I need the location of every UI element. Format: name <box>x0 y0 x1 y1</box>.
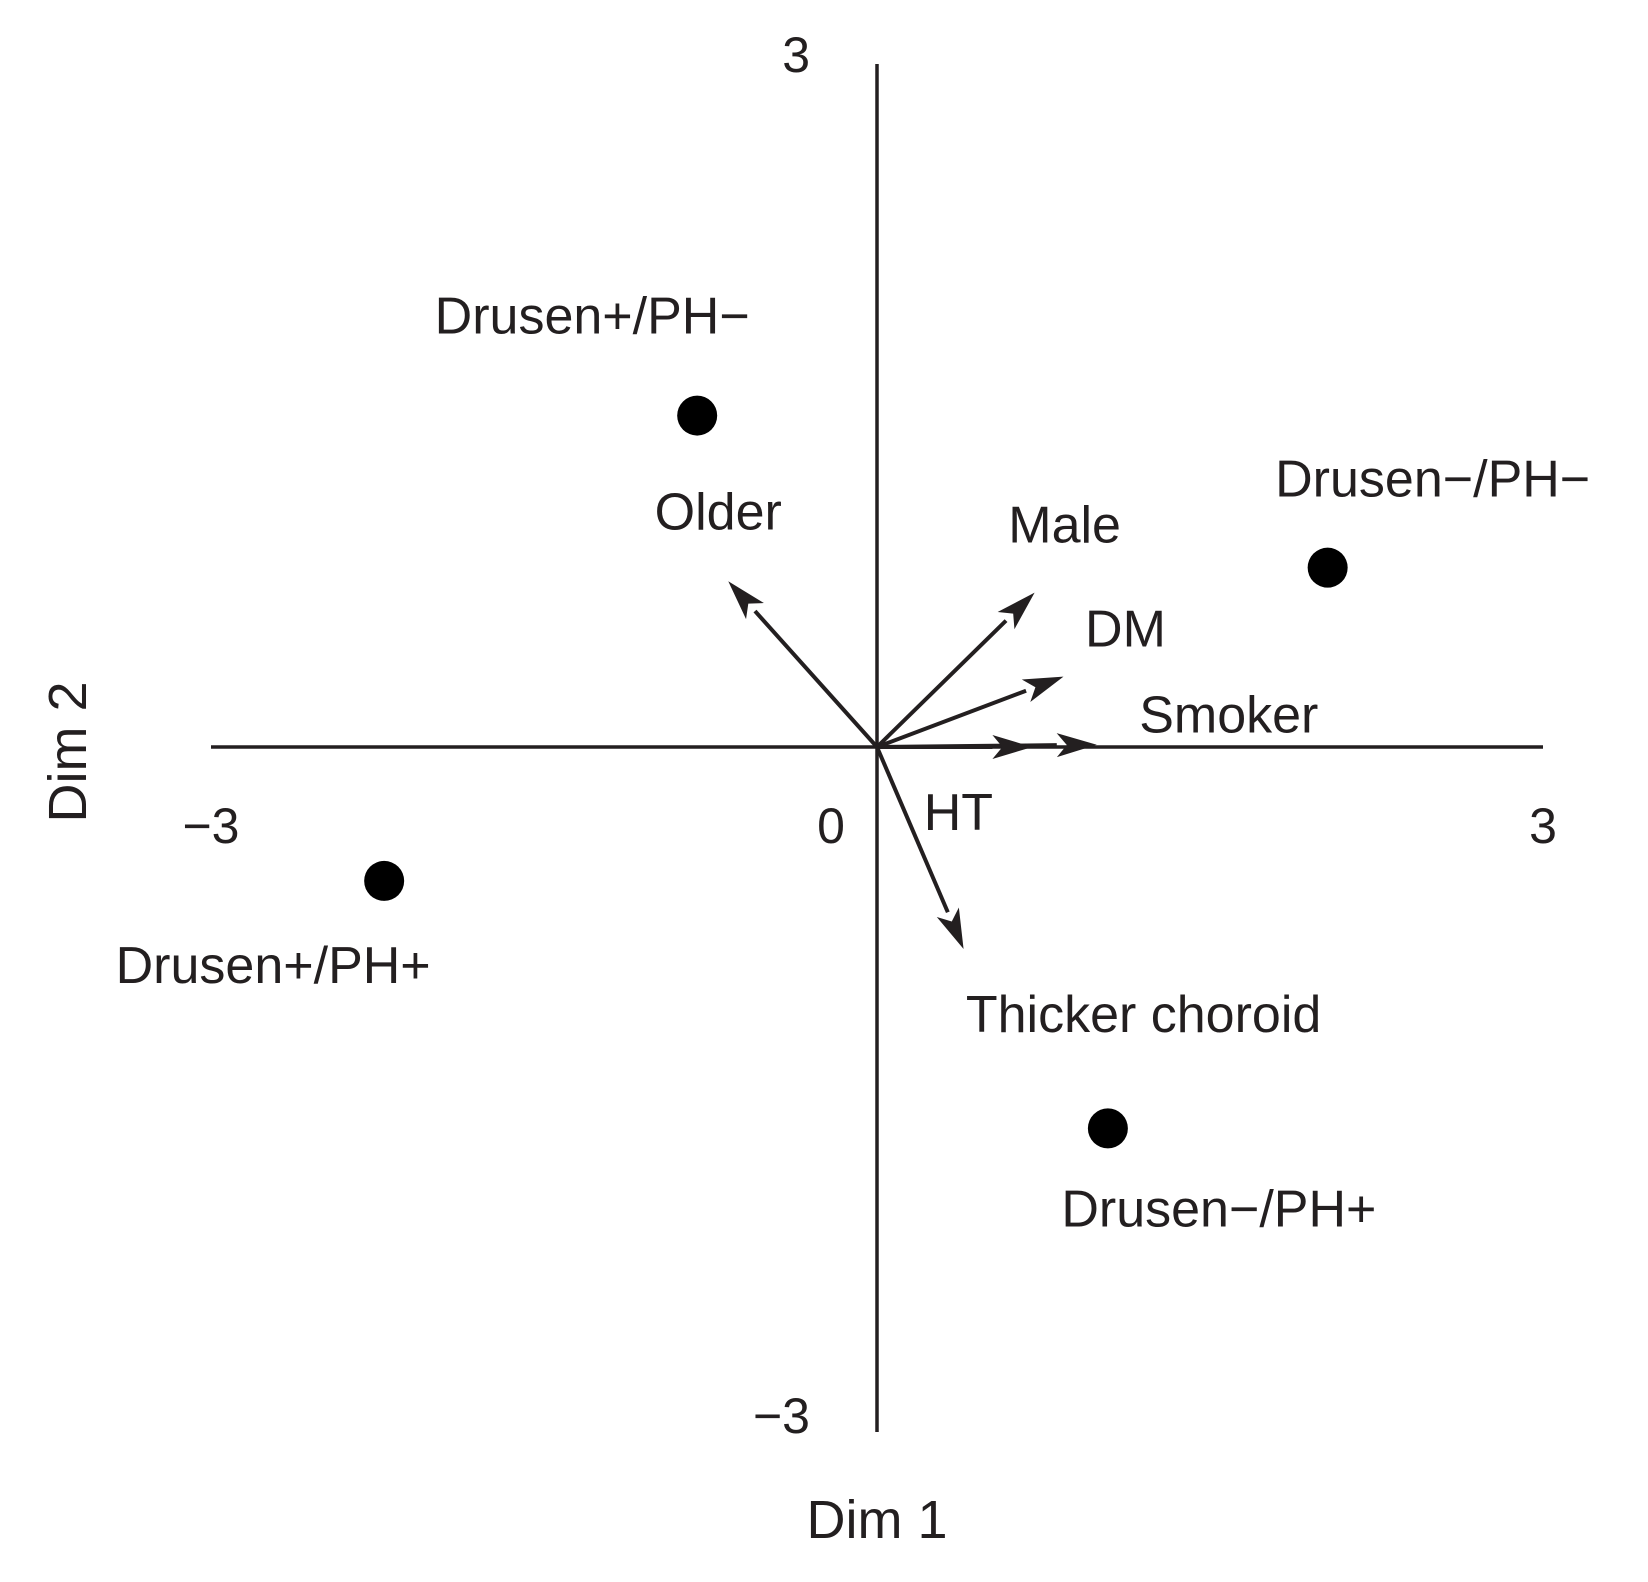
vector-label-dm: DM <box>1085 601 1166 659</box>
vector-label-thicker-choroid: Thicker choroid <box>966 986 1321 1044</box>
vector-male <box>875 619 1008 749</box>
arrowhead-older <box>728 581 764 620</box>
data-point <box>364 860 405 901</box>
vector-thicker-choroid <box>875 746 950 914</box>
data-point <box>677 395 718 436</box>
x-axis-title: Dim 1 <box>806 1490 947 1550</box>
group-points: Drusen+/PH− Drusen−/PH− Drusen+/PH+ Drusen−… <box>116 288 1591 1239</box>
x-tick-label: 3 <box>1529 798 1557 854</box>
y-axis-title: Dim 2 <box>38 681 98 822</box>
vector-label-smoker: Smoker <box>1139 687 1318 745</box>
vector-label-male: Male <box>1008 497 1121 555</box>
y-tick-label: −3 <box>753 1388 810 1444</box>
vector-label-ht: HT <box>924 784 993 842</box>
arrowhead-male <box>997 592 1035 630</box>
tick-labels: −3 0 3 3 −3 <box>182 27 1556 1444</box>
y-tick-label: 3 <box>782 27 810 83</box>
vector-dm <box>876 688 1027 749</box>
data-point <box>1087 1108 1128 1149</box>
point-label: Drusen+/PH− <box>435 288 750 346</box>
data-point <box>1307 547 1348 588</box>
point-label: Drusen+/PH+ <box>116 937 431 995</box>
x-tick-label: 0 <box>817 798 845 854</box>
arrowhead-smoker <box>1056 733 1097 758</box>
x-tick-label: −3 <box>182 798 239 854</box>
vector-older <box>753 609 879 749</box>
vector-label-older: Older <box>655 483 782 541</box>
arrowhead-ht <box>992 735 1033 759</box>
arrowhead-thicker-choroid <box>936 907 964 950</box>
point-label: Drusen−/PH− <box>1275 451 1590 509</box>
point-label: Drusen−/PH+ <box>1061 1180 1376 1238</box>
arrowhead-dm <box>1021 676 1064 702</box>
